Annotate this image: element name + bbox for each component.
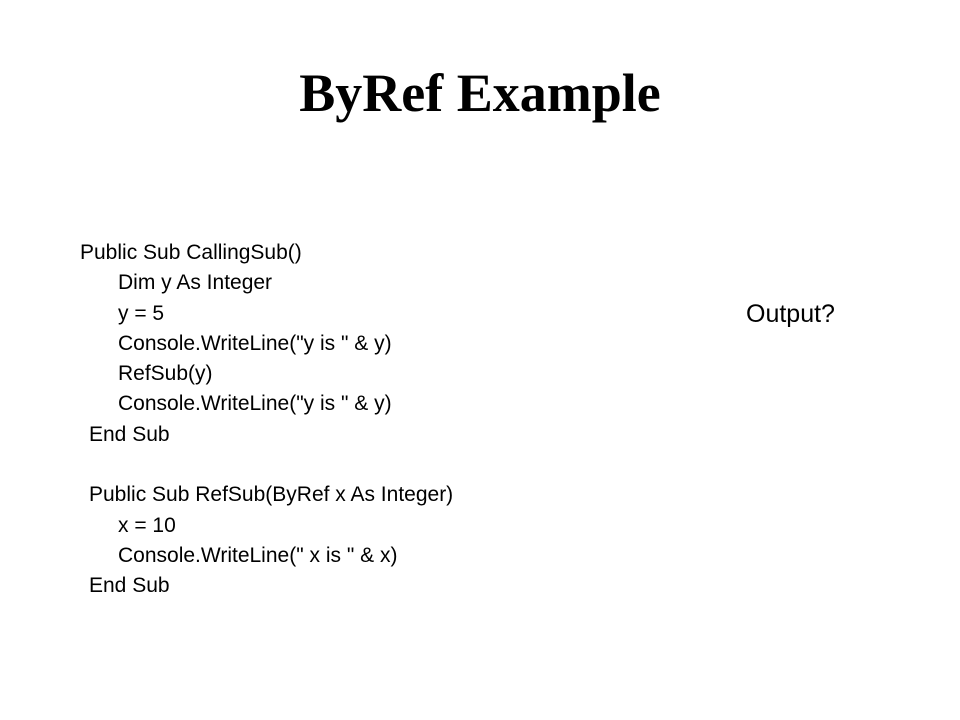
code-line: y = 5 <box>118 301 165 325</box>
output-question: Output? <box>746 300 835 328</box>
code-line: RefSub(y) <box>118 362 213 386</box>
slide-title: ByRef Example <box>299 63 661 123</box>
code-line: Public Sub RefSub(ByRef x As Integer) <box>89 483 454 507</box>
code-line: End Sub <box>89 422 170 446</box>
code-line: x = 10 <box>118 513 176 537</box>
blank-line <box>80 450 640 480</box>
code-line: Console.WriteLine(" x is " & x) <box>118 543 398 567</box>
code-line: End Sub <box>89 574 170 598</box>
code-block: Public Sub CallingSub() Dim y As Integer… <box>80 238 640 602</box>
code-line: Console.WriteLine("y is " & y) <box>118 392 392 416</box>
code-line: Dim y As Integer <box>118 271 273 295</box>
code-line: Public Sub CallingSub() <box>80 241 302 264</box>
code-line: Console.WriteLine("y is " & y) <box>118 331 392 355</box>
